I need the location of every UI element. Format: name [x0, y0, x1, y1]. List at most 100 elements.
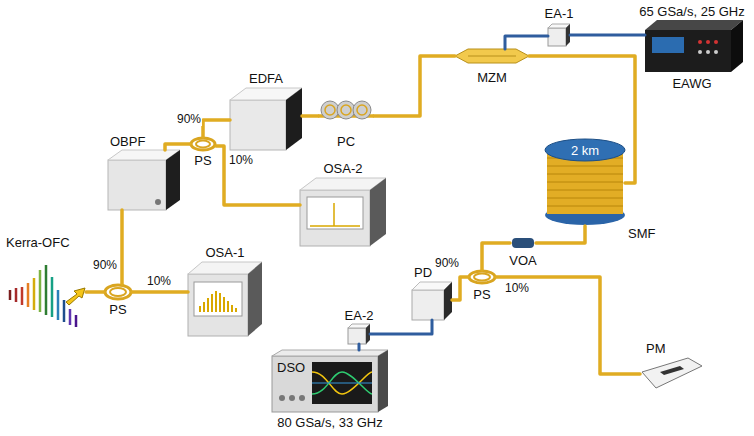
analyzer-screen: [194, 282, 242, 316]
pc-fiber-loop: [341, 105, 351, 115]
optical-fiber: [86, 290, 104, 294]
comb-line: [27, 283, 30, 307]
comb-spectrum: [200, 291, 236, 312]
frequency-comb: [10, 265, 76, 327]
comb-line: [51, 277, 54, 317]
comb-line: [69, 309, 72, 325]
oscilloscope-knob: [279, 395, 285, 401]
split-ratio: 90%: [176, 112, 202, 126]
pc-fiber-loop: [357, 105, 367, 115]
amplifier-cube-front: [548, 28, 566, 46]
device-label: 80 GSa/s, 33 GHz: [277, 415, 383, 430]
power-splitter: PS: [104, 284, 132, 300]
power-splitter: PS: [468, 270, 496, 284]
eye-trace: [312, 372, 372, 394]
awg-button: [714, 50, 718, 54]
amplifier-box-side: [286, 88, 302, 150]
electrical-amplifier: EA-1: [548, 24, 570, 46]
device-label: MZM: [477, 70, 507, 85]
awg-screen: [652, 37, 684, 53]
polarization-controller: PC: [318, 100, 374, 130]
modulator: MZM: [455, 49, 529, 63]
connector-group: [86, 35, 645, 374]
comb-line: [75, 315, 78, 327]
oscilloscope: DSO80 GSa/s, 33 GHz: [272, 350, 388, 412]
comb-line: [39, 270, 42, 312]
comb-line: [9, 290, 12, 300]
device-label: OBPF: [110, 134, 145, 149]
spectrum-analyzer: OSA-2: [300, 178, 386, 246]
device-label: Kerra-OFC: [6, 235, 70, 250]
analyzer-front: [188, 274, 248, 336]
analyzer-front: [300, 190, 370, 246]
analyzer-side: [248, 262, 262, 336]
filter-box-front: [108, 160, 166, 210]
device-label: EA-2: [345, 308, 374, 323]
optical-fiber: [165, 144, 190, 150]
rf-cable: [505, 36, 548, 49]
optical-fiber: [496, 277, 640, 374]
device-label: EDFA: [249, 71, 283, 86]
split-ratio: 10%: [146, 274, 172, 288]
device-label: EAWG: [672, 76, 711, 91]
optical-fiber: [452, 277, 468, 300]
awg-top: [645, 20, 743, 30]
analyzer-screen: [307, 197, 363, 229]
device-label: EA-1: [545, 6, 574, 21]
coupler-coil: [196, 141, 210, 148]
device-label: PC: [337, 134, 355, 149]
device-label: PS: [473, 287, 490, 302]
pc-paddle: [321, 101, 339, 119]
attenuator-body: [512, 238, 534, 248]
modulator-arm: [468, 56, 516, 57]
awg-button: [698, 40, 702, 44]
split-ratio: 90%: [434, 256, 460, 270]
comb-line: [45, 265, 48, 315]
optical-fiber: [203, 120, 230, 137]
input-arrow: [66, 288, 85, 305]
pc-fiber-loop: [325, 105, 335, 115]
device-label: 2 km: [571, 143, 599, 158]
fiber-spool: 2 kmSMF: [545, 139, 625, 226]
awg-button: [706, 40, 710, 44]
amplifier-cube-front: [348, 328, 366, 344]
optical-fiber: [482, 243, 510, 270]
fiber-amplifier: EDFA: [230, 88, 302, 150]
comb-line: [33, 278, 36, 310]
photodetector: PD: [412, 282, 452, 320]
amplifier-box-front: [230, 100, 286, 150]
coupler-coil: [469, 271, 495, 283]
device-label: PS: [194, 153, 211, 168]
optical-fiber: [216, 146, 300, 205]
pc-paddle: [353, 101, 371, 119]
device-label: OSA-1: [205, 245, 244, 260]
optical-fiber: [302, 114, 318, 118]
device-label: PM: [646, 341, 666, 356]
analyzer-side: [370, 178, 386, 246]
spool-flange: [545, 139, 625, 161]
coupler-coil: [191, 138, 215, 150]
single-line-spectrum: [310, 203, 360, 226]
comb-line: [15, 288, 18, 302]
split-ratio: 90%: [92, 258, 118, 272]
oscilloscope-knob: [289, 395, 295, 401]
eye-trace: [312, 372, 372, 394]
spectrum-analyzer: OSA-1: [188, 262, 262, 336]
power-meter: PM: [640, 358, 702, 390]
device-label: PS: [109, 302, 126, 317]
oscilloscope-knob: [299, 395, 305, 401]
device-label: 65 GSa/s, 25 GHz: [639, 4, 745, 19]
device-label: DSO: [277, 360, 305, 375]
coupler-coil: [110, 288, 126, 296]
split-ratio: 10%: [504, 281, 530, 295]
fiber-winding: [547, 158, 623, 206]
oscilloscope-side: [378, 350, 388, 412]
coupler-coil: [474, 274, 490, 281]
eye-trace: [312, 383, 372, 384]
awg-button: [698, 50, 702, 54]
detector-front: [412, 290, 444, 320]
comb-line: [63, 300, 66, 322]
